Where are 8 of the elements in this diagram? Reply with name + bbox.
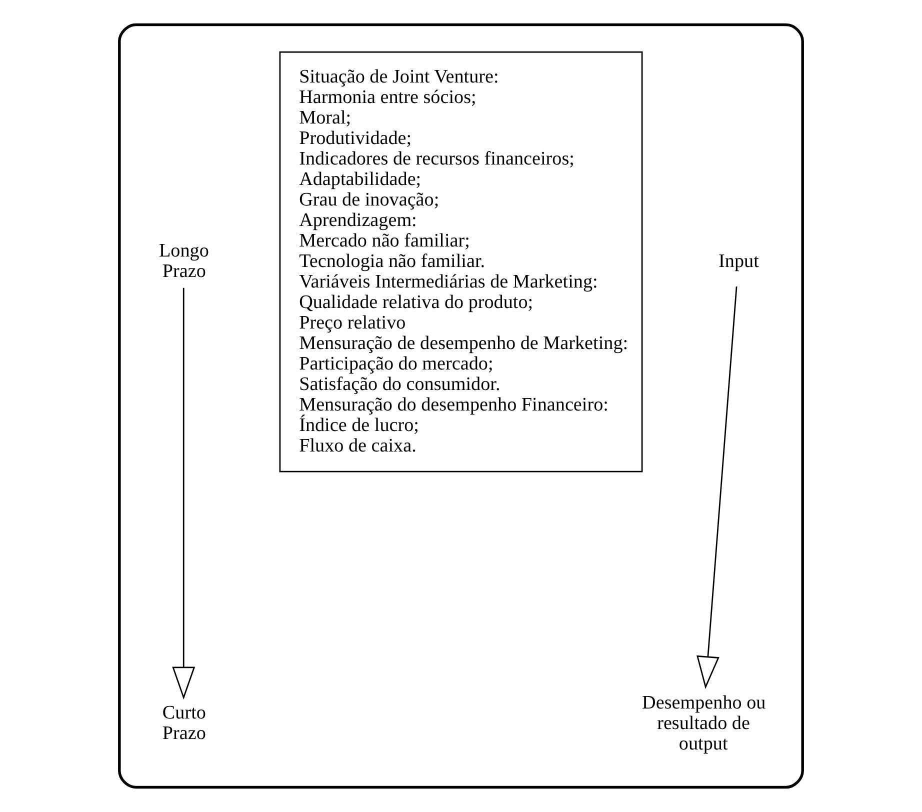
node-text: Longo Prazo [159,240,209,282]
node-text: Curto Prazo [162,702,206,744]
cluster [118,23,804,789]
arrow [696,286,738,689]
node-text: Input [718,250,759,272]
arrow [172,288,196,700]
node-box: Situação de Joint Venture: Harmonia entre sócios; Moral; Produtividade; Indicadores de recursos financeiros; Adaptabilidade; Grau de inovação; Aprendizagem: Mercado não familiar; Tecnologia não familiar. Variáveis Intermediárias de Marketing: Qualidade relativa do produto; Preço relativo Mensuração de desempenho de Marketing: Participação do mercado; Satisfação do consumidor. Mensuração do desempenho Financeiro: Índice de lucro; Fluxo de caixa. [279,51,643,472]
node-text: Desempenho ou resultado de output [642,692,766,754]
